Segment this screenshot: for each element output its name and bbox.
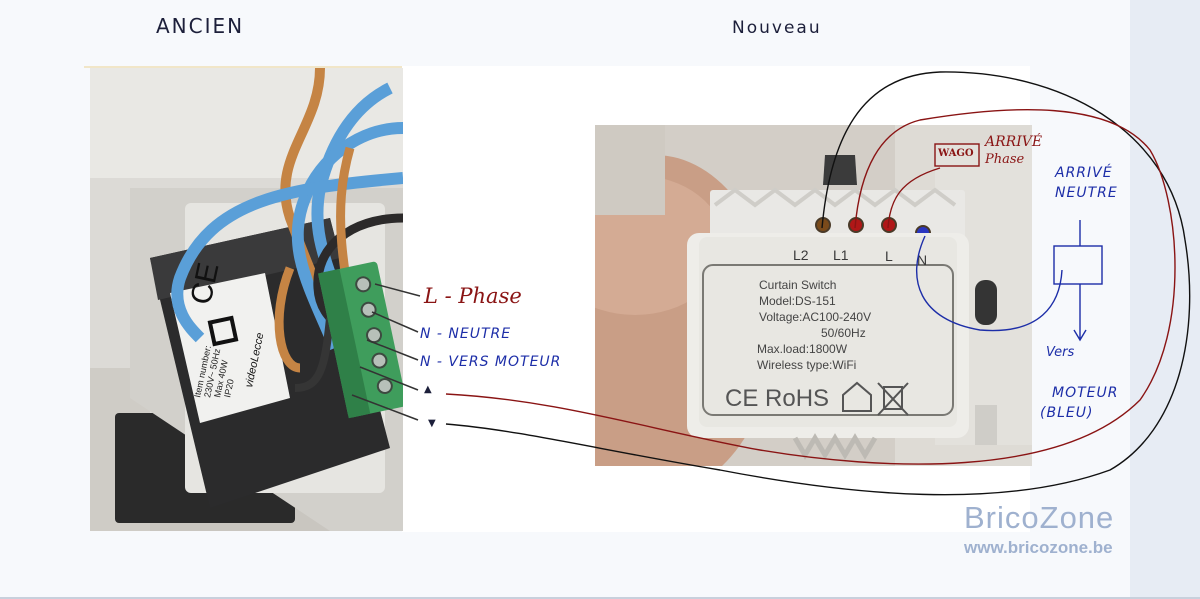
new-switch-illustration: L2 L1 L N Curtain Switch Model:DS-151 Vo…: [595, 125, 1032, 466]
spec-line-1: Curtain Switch: [759, 278, 836, 292]
annotation-vers: Vers: [1046, 345, 1075, 360]
terminal-l2: L2: [793, 247, 809, 263]
home-icon: [842, 381, 872, 412]
annotation-arrive-phase-2: Phase: [985, 152, 1025, 167]
junction-box: [1053, 245, 1103, 285]
annotation-up-arrow: ▲: [424, 384, 432, 395]
watermark-url: www.bricozone.be: [964, 538, 1113, 557]
spec-line-5: Max.load:1800W: [757, 342, 848, 356]
watermark-title: BricoZone: [964, 500, 1115, 535]
page-bottom-border: [0, 597, 1200, 599]
terminal-l: L: [885, 248, 893, 264]
page-margin: [1130, 0, 1200, 599]
annotation-down-arrow: ▼: [428, 418, 436, 429]
annotation-n-vers-moteur: N - VERS MOTEUR: [420, 354, 562, 370]
annotation-arrive-neutre-2: NEUTRE: [1055, 185, 1118, 201]
new-switch-photo: L2 L1 L N Curtain Switch Model:DS-151 Vo…: [595, 125, 1032, 466]
annotation-n-neutre: N - NEUTRE: [420, 326, 512, 342]
heading-ancien: ANCIEN: [156, 14, 245, 38]
terminal-n: N: [917, 252, 927, 268]
spec-line-3: Voltage:AC100-240V: [759, 310, 871, 324]
annotation-arrive-phase-1: ARRIVÉ: [985, 134, 1043, 150]
compliance-marks: CE RoHS: [725, 385, 829, 412]
heading-nouveau: Nouveau: [732, 18, 822, 38]
spec-line-2: Model:DS-151: [759, 294, 836, 308]
annotation-l-phase: L - Phase: [424, 284, 522, 308]
annotation-wago: WAGO: [938, 148, 974, 159]
annotation-moteur: MOTEUR: [1052, 385, 1119, 401]
photo-top-edge: [84, 66, 488, 68]
terminal-l1: L1: [833, 247, 849, 263]
wago-box: [934, 143, 980, 167]
spec-line-4: 50/60Hz: [821, 326, 866, 340]
annotation-arrive-neutre-1: ARRIVÉ: [1055, 165, 1113, 181]
old-switch-photo: CE Item number: 230V~ 50Hz Max 40W IP20 …: [90, 68, 403, 531]
old-label-line-4: IP20: [222, 378, 236, 398]
annotation-bleu: (BLEU): [1040, 405, 1094, 421]
bricozone-watermark: BricoZone www.bricozone.be: [964, 500, 1114, 558]
old-switch-illustration: CE Item number: 230V~ 50Hz Max 40W IP20 …: [90, 68, 403, 531]
spec-line-6: Wireless type:WiFi: [757, 358, 856, 372]
weee-bin-icon: [877, 382, 909, 416]
